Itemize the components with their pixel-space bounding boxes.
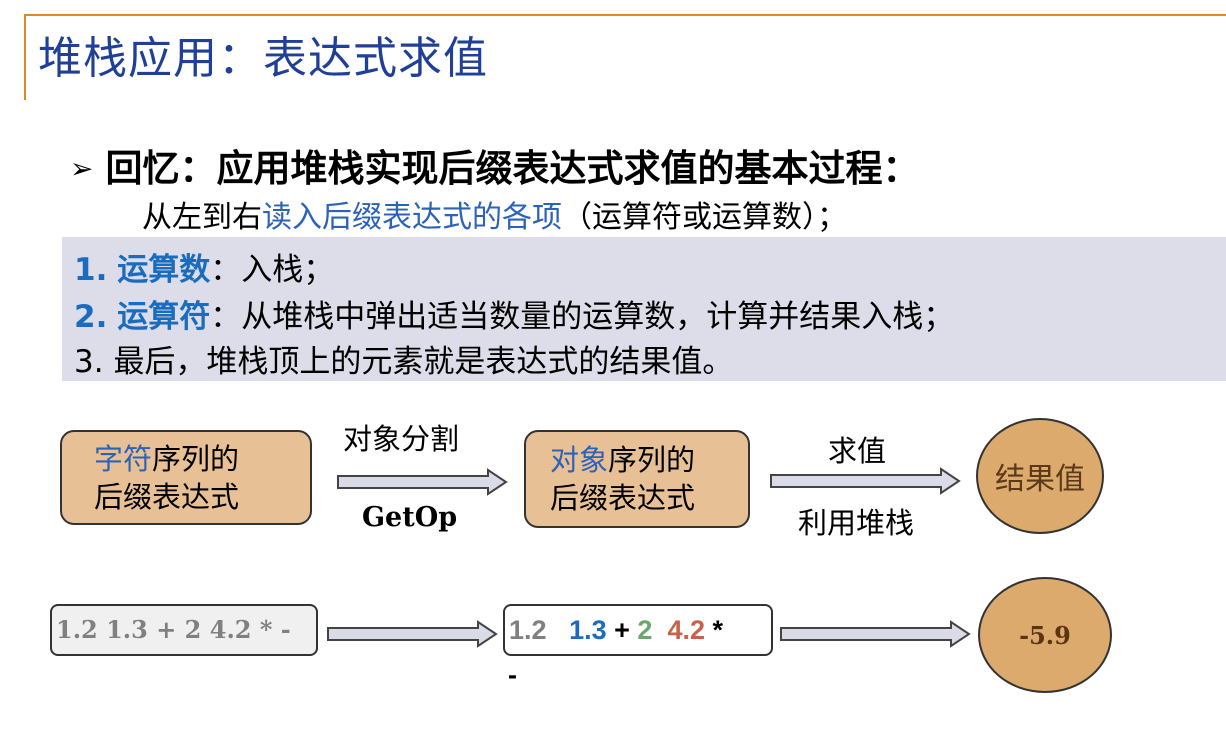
sub-prefix: 从左到右 (142, 200, 262, 235)
step-keyword: 运算数 (117, 252, 211, 288)
arrow1-bottom-label: GetOp (362, 502, 458, 533)
arrow1-top-label: 对象分割 (343, 422, 460, 456)
step-number: 2. (74, 299, 108, 335)
token: 2 (637, 615, 653, 645)
input-expression: 1.2 1.3 + 2 4.2 * - (56, 615, 291, 644)
step-text: ：入栈； (210, 252, 335, 288)
right-arrow-icon (780, 620, 971, 648)
box1-line2: 后缀表达式 (94, 479, 240, 514)
box1-line1-rest: 序列的 (152, 441, 240, 476)
token: 1.3 (569, 615, 607, 645)
arrow2-top-label: 求值 (828, 434, 887, 468)
result-label: 结果值 (995, 462, 1085, 497)
recall-text: 回忆：应用堆栈实现后缀表达式求值的基本过程： (105, 147, 920, 190)
step-text: 最后，堆栈顶上的元素就是表达式的结果值。 (113, 344, 734, 380)
input-expression-box: 1.2 1.3 + 2 4.2 * - (50, 604, 318, 656)
box2-line2: 后缀表达式 (550, 481, 696, 515)
arrow2-bottom-label: 利用堆栈 (798, 506, 915, 540)
token: + (614, 615, 630, 645)
step-2: 2. 运算符：从堆栈中弹出适当数量的运算数，计算并结果入栈； (74, 291, 954, 336)
step-number: 1. (74, 252, 108, 288)
step-1: 1. 运算数：入栈； (74, 244, 334, 289)
sub-suffix: （运算符或运算数）； (562, 200, 847, 235)
char-sequence-box: 字符序列的 后缀表达式 (60, 430, 312, 525)
bullet-arrow-icon: ➢ (70, 152, 94, 185)
sub-highlight: 读入后缀表达式的各项 (262, 200, 562, 235)
token-trailing: - (508, 660, 517, 690)
steps-panel (62, 237, 1226, 381)
right-arrow-icon (770, 467, 961, 495)
step-3: 3. 最后，堆栈顶上的元素就是表达式的结果值。 (74, 336, 733, 381)
token: 4.2 (667, 615, 706, 645)
box2-line1-rest: 序列的 (608, 443, 696, 477)
recall-subtext: 从左到右读入后缀表达式的各项（运算符或运算数）； (142, 192, 847, 236)
right-arrow-icon (327, 620, 498, 648)
token: * (712, 615, 724, 645)
header-top-rule (24, 14, 1226, 16)
step-number: 3. (74, 344, 104, 380)
right-arrow-icon (337, 468, 508, 496)
result-value: -5.9 (1019, 620, 1071, 650)
box1-highlight: 字符 (94, 441, 153, 476)
token: 1.2 (509, 615, 547, 645)
box2-highlight: 对象 (550, 443, 609, 477)
slide-title: 堆栈应用：表达式求值 (38, 33, 488, 84)
result-circle: 结果值 (976, 418, 1104, 534)
result-value-circle: -5.9 (978, 577, 1112, 693)
recall-heading: ➢ 回忆：应用堆栈实现后缀表达式求值的基本过程： (70, 138, 919, 192)
step-keyword: 运算符 (117, 299, 211, 335)
step-text: ：从堆栈中弹出适当数量的运算数，计算并结果入栈； (210, 299, 955, 335)
header-left-rule (24, 14, 26, 100)
token-sequence-box: 1.2 1.3 + 2 4.2 * (503, 604, 773, 656)
object-sequence-box: 对象序列的 后缀表达式 (524, 430, 750, 528)
